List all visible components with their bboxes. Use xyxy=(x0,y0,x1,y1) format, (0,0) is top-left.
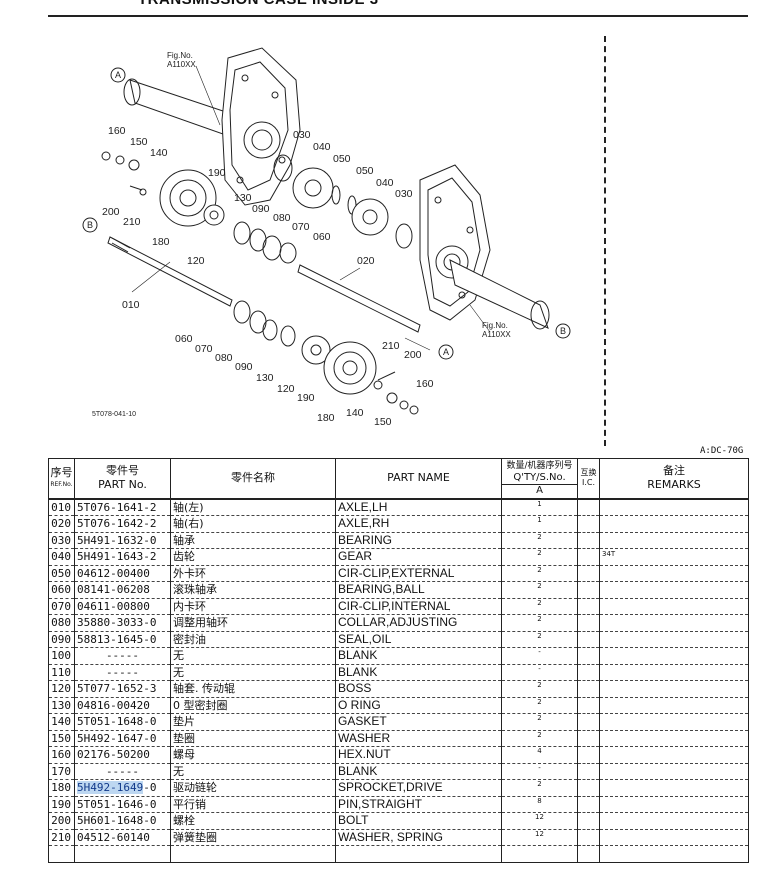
callout: 210 xyxy=(123,216,141,228)
axle-rh xyxy=(297,264,421,333)
callout: 200 xyxy=(102,206,120,218)
callout: 070 xyxy=(292,221,310,233)
header-name-cn: 零件名称 xyxy=(170,458,336,500)
lower-parts xyxy=(233,300,419,415)
upper-parts xyxy=(101,151,413,264)
left-case-assembly xyxy=(123,47,301,206)
callout: 180 xyxy=(152,236,170,248)
callout: 130 xyxy=(256,372,274,384)
callout: 150 xyxy=(130,136,148,148)
callout: 060 xyxy=(175,333,193,345)
callout: 090 xyxy=(235,361,253,373)
callout: 180 xyxy=(317,412,335,424)
circle-marker-b: B xyxy=(87,220,93,230)
callout: 190 xyxy=(297,392,315,404)
circle-marker-a: A xyxy=(443,347,449,357)
callout: 140 xyxy=(346,407,364,419)
callout: 120 xyxy=(277,383,295,395)
header-name-en: PART NAME xyxy=(335,458,502,500)
model-config: A:DC-70G xyxy=(700,446,744,456)
callout: 120 xyxy=(187,255,205,267)
callout: 030 xyxy=(293,129,311,141)
callout: 200 xyxy=(404,349,422,361)
callout: 030 xyxy=(395,188,413,200)
fig-label-line2: A110XX xyxy=(167,60,196,69)
callout: 210 xyxy=(382,340,400,352)
circle-marker-b: B xyxy=(560,326,566,336)
callout: 160 xyxy=(108,125,126,137)
table-row-empty xyxy=(48,845,749,863)
callout: 020 xyxy=(357,255,375,267)
callout: 060 xyxy=(313,231,331,243)
callout: 090 xyxy=(252,203,270,215)
callout: 150 xyxy=(374,416,392,428)
callout: 130 xyxy=(234,192,252,204)
fig-label-upper: Fig.No. A110XX xyxy=(167,51,196,69)
callout: 070 xyxy=(195,343,213,355)
circle-marker-a: A xyxy=(115,70,121,80)
callout: 160 xyxy=(416,378,434,390)
callout: 010 xyxy=(122,299,140,311)
figure-code: 5T078-041-10 xyxy=(92,411,136,418)
axle-lh xyxy=(107,236,233,307)
fig-label-line2: A110XX xyxy=(482,330,511,339)
circle-markers: A B B A xyxy=(82,67,571,360)
right-case-assembly xyxy=(419,164,550,330)
fig-label-line1: Fig.No. xyxy=(482,321,508,330)
selected-text[interactable]: 5H492-1649 xyxy=(77,781,144,795)
callout: 080 xyxy=(215,352,233,364)
callout: 040 xyxy=(313,141,331,153)
callout-numbers: 160 150 140 190 130 090 080 070 060 200 … xyxy=(102,125,434,428)
callout: 190 xyxy=(208,167,226,179)
fig-label-line1: Fig.No. xyxy=(167,51,193,60)
callout: 140 xyxy=(150,147,168,159)
callout: 040 xyxy=(376,177,394,189)
exploded-view-diagram: Fig.No. A110XX Fig.No. A110XX 5T078-041-… xyxy=(82,47,571,428)
figure-divider xyxy=(604,36,606,446)
page-title: TRANSMISSION CASE INSIDE 3 xyxy=(138,0,379,8)
callout: 080 xyxy=(273,212,291,224)
title-rule xyxy=(48,15,748,17)
leader-lines xyxy=(131,65,491,351)
fig-label-lower: Fig.No. A110XX xyxy=(482,321,511,339)
callout: 050 xyxy=(356,165,374,177)
callout: 050 xyxy=(333,153,351,165)
